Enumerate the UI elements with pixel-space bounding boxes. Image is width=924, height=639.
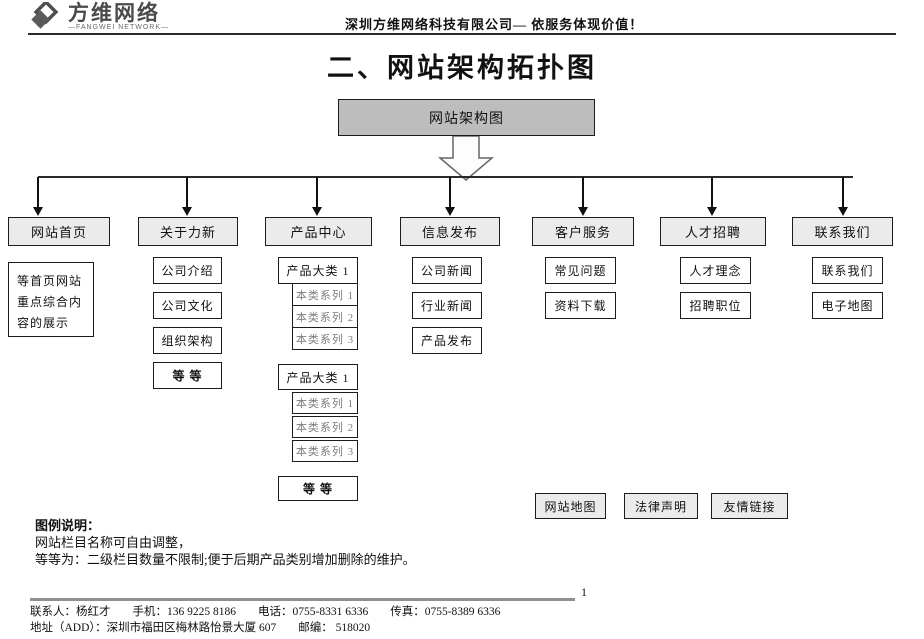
node-product-series: 本类系列 1 [292,392,358,414]
node-contact-child: 联系我们 [812,257,883,284]
node-about-etc: 等 等 [153,362,222,389]
branch-arrow-products [312,177,322,216]
node-service-child: 资料下载 [545,292,616,319]
branch-arrow-jobs [707,177,717,216]
node-news-child: 公司新闻 [412,257,482,284]
footer-address-line: 地址（ADD）：深圳市福田区梅林路怡景大厦 607 邮编： 518020 [30,619,392,635]
node-contact-child: 电子地图 [812,292,883,319]
node-product-series: 本类系列 1 [292,283,358,306]
legend: 图例说明： 网站栏目名称可自由调整， 等等为：二级栏目数量不限制;便于后期产品类… [35,517,416,568]
node-sitemap: 网站地图 [535,493,606,519]
legend-heading: 图例说明： [35,518,101,533]
footer-phone: 电话：0755-8331 6336 [258,606,369,618]
node-service-child: 常见问题 [545,257,616,284]
node-contact: 联系我们 [792,217,893,246]
page-number: 1 [581,585,587,599]
header-rule [28,33,896,35]
legend-line2: 等等为：二级栏目数量不限制;便于后期产品类别增加删除的维护。 [35,552,416,567]
node-root: 网站架构图 [338,99,595,136]
node-about: 关于力新 [138,217,238,246]
branch-arrow-contact [838,177,848,216]
node-about-child: 公司介绍 [153,257,222,284]
footer-contact: 联系人：杨红才 [30,606,111,618]
node-product-series: 本类系列 2 [292,305,358,328]
node-service: 客户服务 [532,217,634,246]
node-product-group2: 产品大类 1 [278,364,358,390]
footer-rule [30,598,575,601]
branch-arrow-about [182,177,192,216]
footer-fax: 传真：0755-8389 6336 [390,606,501,618]
header-slogan: 深圳方维网络科技有限公司— 依服务体现价值！ [345,17,644,32]
legend-line1: 网站栏目名称可自由调整， [35,535,192,550]
node-links: 友情链接 [711,493,788,519]
node-news-child: 行业新闻 [412,292,482,319]
node-product-series: 本类系列 2 [292,416,358,438]
footer-zip: 邮编： 518020 [298,622,371,634]
page-title: 二、网站架构拓扑图 [327,53,597,83]
footer-mobile: 手机：136 9225 8186 [132,606,237,618]
node-news: 信息发布 [400,217,500,246]
node-product-series: 本类系列 3 [292,327,358,350]
logo-tagline: —FANGWEI NETWORK— [68,24,169,31]
node-about-child: 组织架构 [153,327,222,354]
down-block-arrow-icon [437,136,495,181]
logo-name: 方维网络 [68,1,160,25]
node-products: 产品中心 [265,217,372,246]
node-home-note: 等首页网站重点综合内容的展示 [8,262,94,337]
node-news-child: 产品发布 [412,327,482,354]
node-jobs: 人才招聘 [660,217,766,246]
branch-arrow-service [578,177,588,216]
node-product-etc: 等 等 [278,476,358,501]
footer-contact-line: 联系人：杨红才 手机：136 9225 8186 电话：0755-8331 63… [30,603,522,619]
branch-arrow-news [445,177,455,216]
company-logo: 方维网络 —FANGWEI NETWORK— [28,0,169,40]
trunk-line [38,176,853,178]
node-jobs-child: 人才理念 [680,257,751,284]
branch-arrow-home [33,177,43,216]
node-legal: 法律声明 [624,493,698,519]
node-product-group1: 产品大类 1 [278,257,358,284]
logo-diamond-icon [28,0,62,40]
footer-address: 地址（ADD）：深圳市福田区梅林路怡景大厦 607 [30,622,277,634]
node-about-child: 公司文化 [153,292,222,319]
node-jobs-child: 招聘职位 [680,292,751,319]
node-product-series: 本类系列 3 [292,440,358,462]
node-home: 网站首页 [8,217,110,246]
